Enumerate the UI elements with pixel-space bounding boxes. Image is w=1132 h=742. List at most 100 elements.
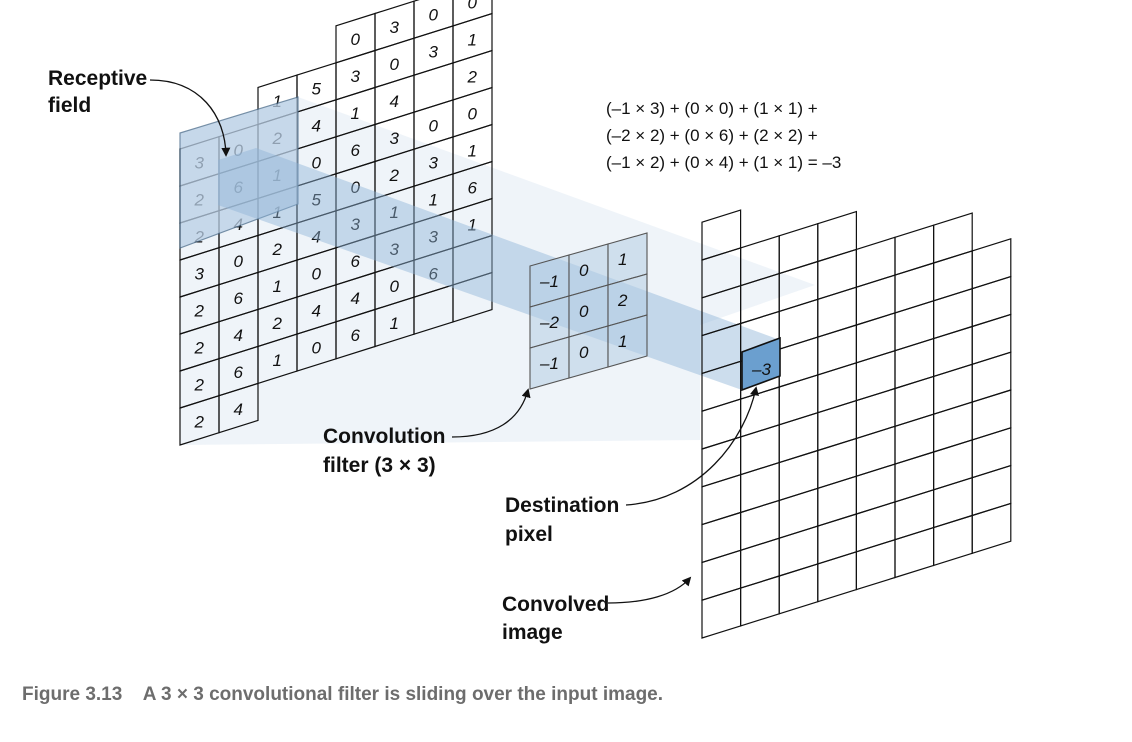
output-cell — [971, 351, 1012, 403]
svg-text:Convolved: Convolved — [502, 593, 609, 616]
figure-caption: Figure 3.13 A 3 × 3 convolutional filter… — [22, 684, 664, 705]
input-cell-value: 4 — [234, 326, 243, 345]
input-cell-value: 4 — [312, 301, 321, 320]
output-cell — [932, 401, 973, 453]
output-cell — [778, 222, 819, 275]
svg-text:image: image — [502, 621, 563, 644]
input-cell-value: 0 — [390, 277, 400, 296]
input-cell-value: 3 — [390, 18, 400, 37]
input-cell-value: 2 — [272, 240, 283, 259]
input-cell-value: 0 — [468, 0, 478, 12]
input-cell-value: 6 — [351, 326, 361, 345]
input-cell-value: 2 — [194, 412, 205, 431]
filter-cell-value: 1 — [618, 250, 627, 269]
input-cell-value: 6 — [429, 265, 439, 284]
input-cell-value: 0 — [312, 338, 322, 357]
input-cell-value: 3 — [429, 43, 439, 62]
output-cell — [932, 212, 973, 264]
input-cell — [413, 62, 454, 114]
output-cell — [894, 262, 935, 314]
input-cell-value: 4 — [351, 289, 360, 308]
input-cell-value: 1 — [273, 277, 282, 296]
output-cell — [855, 349, 896, 402]
output-cell — [894, 413, 935, 465]
input-cell-value: 0 — [234, 252, 244, 271]
input-cell-value: 1 — [390, 314, 399, 333]
input-cell-value: 0 — [429, 117, 439, 136]
output-cell — [817, 437, 858, 490]
output-cell — [739, 386, 780, 438]
output-cell — [817, 399, 858, 452]
svg-text:Receptive: Receptive — [48, 67, 147, 90]
input-cell-value: 0 — [312, 153, 322, 172]
output-cell — [817, 210, 858, 263]
output-cell — [778, 298, 819, 351]
input-cell-value: 1 — [429, 191, 438, 210]
convolution-filter-grid: –101–202–101 — [529, 232, 648, 390]
input-cell-value: 4 — [234, 400, 243, 419]
input-cell-value: 3 — [351, 215, 361, 234]
output-cell — [817, 475, 858, 527]
output-cell — [701, 436, 742, 488]
input-cell-value: 2 — [194, 338, 205, 357]
equation-line-1: (–1 × 3) + (0 × 0) + (1 × 1) + — [606, 99, 818, 118]
input-cell — [218, 382, 259, 434]
output-cell — [971, 237, 1012, 290]
input-cell-value: 1 — [390, 203, 399, 222]
output-cell — [894, 224, 935, 276]
destination-value: –3 — [751, 360, 771, 379]
output-cell — [932, 476, 973, 529]
convolved-image-grid — [701, 209, 1012, 639]
output-cell — [855, 236, 896, 289]
output-cell — [932, 325, 973, 378]
filter-cell-value: –1 — [539, 272, 559, 291]
output-cell — [778, 374, 819, 426]
receptive-field-highlight — [179, 96, 299, 249]
output-cell — [739, 499, 780, 552]
output-cell — [739, 461, 780, 514]
output-cell — [855, 387, 896, 440]
label-destination-pixel: Destination pixel — [505, 386, 759, 546]
filter-cell — [607, 314, 648, 368]
filter-cell-value: –1 — [539, 354, 559, 373]
output-cell — [932, 287, 973, 340]
output-cell — [855, 538, 896, 591]
input-cell-value: 3 — [390, 240, 400, 259]
input-cell-value: 1 — [351, 104, 360, 123]
equation: (–1 × 3) + (0 × 0) + (1 × 1) + (–2 × 2) … — [606, 99, 841, 172]
output-cell — [817, 286, 858, 338]
output-cell — [701, 398, 742, 450]
output-cell — [932, 439, 973, 491]
input-cell-value: 6 — [351, 141, 361, 160]
input-cell-value: 0 — [429, 6, 439, 25]
output-cell — [971, 389, 1012, 441]
input-cell-value: 3 — [351, 67, 361, 86]
output-cell — [817, 361, 858, 414]
svg-text:Destination: Destination — [505, 494, 619, 517]
output-cell — [778, 411, 819, 464]
input-cell-value: 3 — [429, 154, 439, 173]
label-convolution-filter: Convolution filter (3 × 3) — [323, 388, 531, 477]
output-cell — [817, 324, 858, 376]
output-cell — [971, 426, 1012, 479]
output-cell — [932, 514, 973, 567]
output-cell — [894, 299, 935, 352]
destination-pixel: –3 — [741, 336, 781, 392]
input-cell-value: 2 — [194, 301, 205, 320]
output-cell — [855, 463, 896, 515]
input-cell-value: 4 — [312, 227, 321, 246]
filter-cell-value: 0 — [579, 261, 589, 280]
svg-text:field: field — [48, 94, 91, 117]
input-cell-value: 6 — [234, 363, 244, 382]
svg-text:filter (3 × 3): filter (3 × 3) — [323, 454, 436, 477]
input-cell-value: 3 — [195, 264, 205, 283]
label-convolved-image: Convolved image — [502, 576, 692, 644]
output-cell — [701, 549, 742, 602]
input-cell-value: 5 — [312, 190, 322, 209]
output-cell — [739, 575, 780, 627]
filter-cell-value: 0 — [579, 343, 589, 362]
input-cell-value: 0 — [351, 178, 361, 197]
input-cell-value: 2 — [389, 166, 400, 185]
input-cell-value: 3 — [429, 228, 439, 247]
output-cell — [778, 336, 819, 388]
